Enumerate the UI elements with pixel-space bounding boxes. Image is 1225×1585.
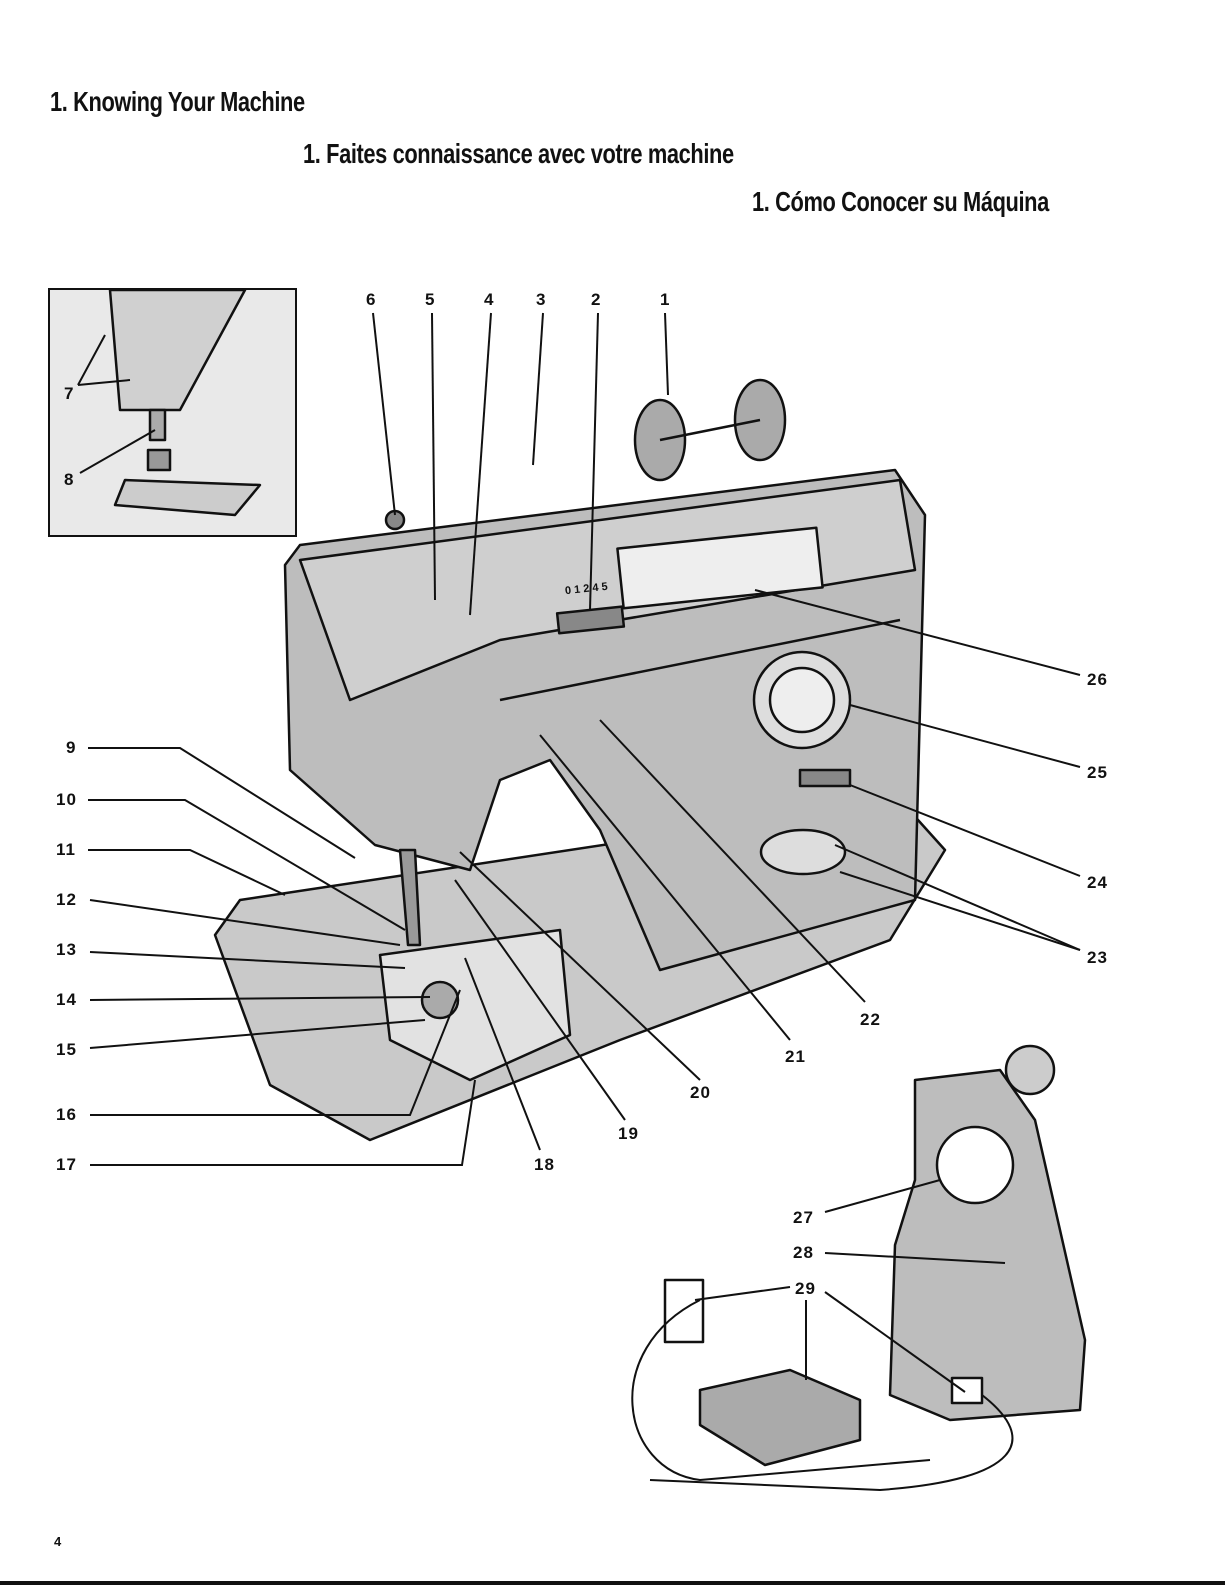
callout-4: 4 xyxy=(484,290,494,310)
callout-17: 17 xyxy=(56,1155,77,1175)
page-border xyxy=(0,1581,1225,1585)
callout-9: 9 xyxy=(66,738,76,758)
foot-controller xyxy=(700,1370,860,1465)
inset-machine-head xyxy=(110,290,245,410)
inset-needle-plate xyxy=(115,480,260,515)
callout-3: 3 xyxy=(536,290,546,310)
callout-5: 5 xyxy=(425,290,435,310)
callout-20: 20 xyxy=(690,1083,711,1103)
machine-side-view xyxy=(890,1070,1085,1420)
callout-13: 13 xyxy=(56,940,77,960)
callout-29: 29 xyxy=(795,1279,816,1299)
zigzag-dials xyxy=(761,830,845,874)
callout-11: 11 xyxy=(56,840,76,860)
callout-23: 23 xyxy=(1087,948,1108,968)
wall-outlet xyxy=(665,1280,703,1342)
callout-18: 18 xyxy=(534,1155,555,1175)
callout-7: 7 xyxy=(64,384,74,404)
callout-14: 14 xyxy=(56,990,77,1010)
callout-21: 21 xyxy=(785,1047,806,1067)
callout-10: 10 xyxy=(56,790,77,810)
callout-12: 12 xyxy=(56,890,77,910)
callout-22: 22 xyxy=(860,1010,881,1030)
callout-28: 28 xyxy=(793,1243,814,1263)
callout-26: 26 xyxy=(1087,670,1108,690)
callout-24: 24 xyxy=(1087,873,1108,893)
page-number: 4 xyxy=(54,1534,61,1549)
callout-15: 15 xyxy=(56,1040,77,1060)
callout-6: 6 xyxy=(366,290,376,310)
callout-2: 2 xyxy=(591,290,601,310)
callout-19: 19 xyxy=(618,1124,639,1144)
callout-25: 25 xyxy=(1087,763,1108,783)
callout-27: 27 xyxy=(793,1208,814,1228)
callout-1: 1 xyxy=(660,290,670,310)
bobbin xyxy=(422,982,458,1018)
callout-16: 16 xyxy=(56,1105,77,1125)
callout-8: 8 xyxy=(64,470,74,490)
